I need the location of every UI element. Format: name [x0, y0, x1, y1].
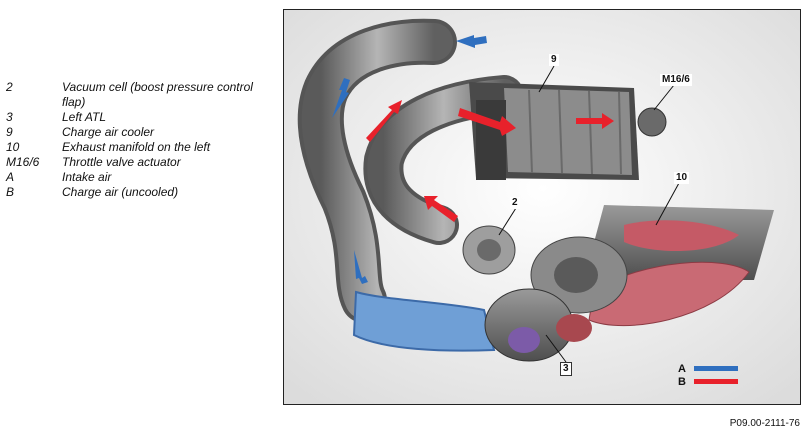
legend-desc: Charge air cooler [62, 125, 155, 139]
arrow-red-icon [576, 113, 614, 129]
callout-9: 9 [549, 54, 559, 66]
flow-letter-a: A [678, 362, 686, 375]
arrow-blue-icon [354, 250, 368, 284]
arrow-red-icon [458, 108, 516, 136]
legend-item: A Intake air [6, 170, 276, 185]
legend-item: 9 Charge air cooler [6, 125, 276, 140]
intake-cutaway [352, 290, 496, 352]
legend-desc: Exhaust manifold on the left [62, 140, 211, 154]
flow-legend: A B [678, 362, 788, 388]
legend-key: A [6, 170, 15, 184]
callout-10: 10 [674, 172, 690, 184]
arrow-red-icon [366, 100, 402, 142]
turbocharger [462, 225, 628, 362]
callout-3: 3 [560, 362, 572, 376]
leader-line [538, 65, 555, 93]
legend-desc: Intake air [62, 170, 112, 184]
charge-air-cooler [469, 82, 639, 180]
turbo-figure: 9 M16/6 10 2 3 A B [283, 9, 801, 405]
engine-illustration [284, 10, 800, 404]
exhaust-manifold [584, 205, 774, 326]
flow-letter-b: B [678, 375, 686, 388]
legend-key: 9 [6, 125, 13, 139]
leader-line [545, 334, 567, 363]
legend-item: 10 Exhaust manifold on the left [6, 140, 276, 155]
leader-line [655, 182, 680, 226]
legend-item: B Charge air (uncooled) [6, 185, 276, 200]
legend-item: 2 Vacuum cell (boost pressure control fl… [6, 80, 276, 110]
legend-desc: Charge air (uncooled) [62, 185, 179, 199]
legend-key: 3 [6, 110, 13, 124]
legend-key: 10 [6, 140, 20, 154]
legend-key: M16/6 [6, 155, 40, 169]
legend-key: B [6, 185, 15, 199]
callout-m16-6: M16/6 [660, 74, 692, 86]
arrow-blue-icon [456, 35, 487, 48]
legend-desc: Throttle valve actuator [62, 155, 181, 169]
legend-list: 2 Vacuum cell (boost pressure control fl… [6, 80, 276, 200]
legend-desc: Vacuum cell (boost pressure control flap… [62, 80, 253, 109]
legend-item: M16/6 Throttle valve actuator [6, 155, 276, 170]
legend-key: 2 [6, 80, 13, 94]
legend-desc: Left ATL [62, 110, 107, 124]
figure-reference: P09.00-2111-76 [729, 418, 800, 429]
flow-row-b: B [678, 375, 788, 388]
leader-line [498, 207, 517, 236]
leader-line [653, 84, 675, 111]
legend-item: 3 Left ATL [6, 110, 276, 125]
arrow-red-icon [424, 196, 458, 222]
callout-2: 2 [510, 197, 520, 209]
throttle-actuator [637, 107, 667, 137]
arrow-blue-icon [332, 78, 350, 118]
flow-bar-a [694, 366, 738, 371]
flow-row-a: A [678, 362, 788, 375]
flow-bar-b [694, 379, 738, 384]
